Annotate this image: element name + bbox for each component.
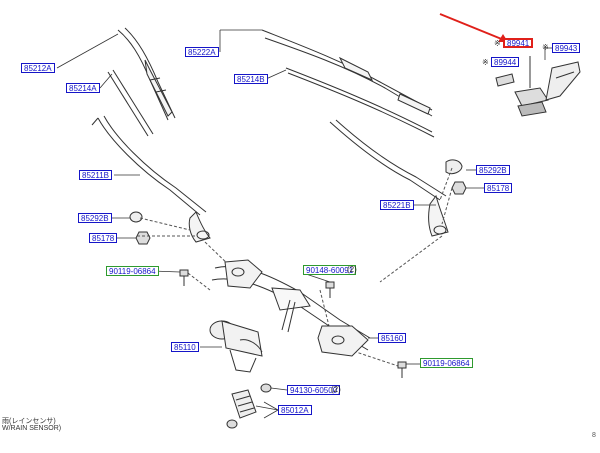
callout-94130-60500[interactable]: 94130-60500 [287,385,341,395]
left-wiper-blade [117,27,176,121]
legend-line-1: 雨(レインセンサ) [2,418,56,425]
callout-89943[interactable]: 89943 [552,43,581,53]
left-wiper-arm [91,115,211,243]
wiper-link-assembly [211,259,371,357]
legend-line-2: W/RAIN SENSOR) [2,425,62,432]
grommet [260,383,272,393]
callout-90119-06864-right[interactable]: 90119-06864 [420,358,473,368]
left-bolt [179,269,189,286]
callout-85214B[interactable]: 85214B [234,74,268,84]
callout-85211B[interactable]: 85211B [79,170,112,180]
callout-90119-06864-left[interactable]: 90119-06864 [106,266,159,276]
callout-85178-right[interactable]: 85178 [484,183,513,193]
optional-mark: ※ [542,43,549,52]
sensor-pad [495,73,515,87]
right-wiper-blade [261,29,433,117]
rain-sensor [514,56,549,117]
left-blade-rubber [107,69,154,137]
optional-mark: ※ [482,58,489,67]
wiper-motor [209,320,263,373]
callout-85222A[interactable]: 85222A [185,47,219,57]
callout-85160[interactable]: 85160 [378,333,407,343]
right-wiper-arm [329,119,449,237]
quantity-94130: (2) [331,385,341,394]
callout-90148-60091[interactable]: 90148-60091 [303,265,357,275]
callout-85012A[interactable]: 85012A [278,405,312,415]
wiper-connector [226,389,257,429]
callout-89944[interactable]: 89944 [491,57,520,67]
right-arm-cap [445,159,463,175]
page-mark: 8 [592,432,596,439]
callout-85214A[interactable]: 85214A [66,83,100,93]
left-arm-cap [129,211,143,223]
right-blade-rubber [285,67,435,138]
right-bolt [397,361,407,378]
optional-mark: ※ [494,39,501,48]
callout-85178-left[interactable]: 85178 [89,233,118,243]
quantity-90148: (2) [347,265,357,274]
callout-89941-highlighted[interactable]: 89941 [503,38,534,48]
callout-85221B[interactable]: 85221B [380,200,414,210]
left-nut [135,231,151,245]
red-arrow [439,13,508,42]
center-bolt [325,281,335,298]
callout-85212A[interactable]: 85212A [21,63,55,73]
right-nut [451,181,467,195]
callout-85292B-right[interactable]: 85292B [476,165,510,175]
callout-85110[interactable]: 85110 [171,342,199,352]
sensor-cover [545,61,581,101]
callout-85292B-left[interactable]: 85292B [78,213,112,223]
